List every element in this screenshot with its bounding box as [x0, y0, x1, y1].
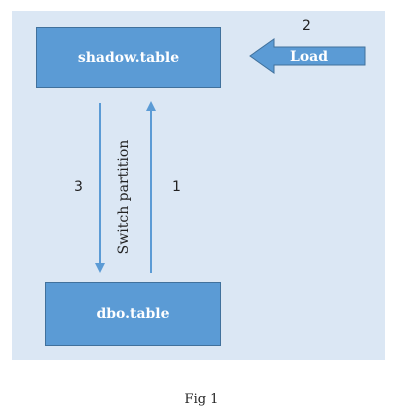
up-arrow-head: [146, 101, 156, 111]
arrows-layer: [95, 38, 366, 273]
figure-caption: Fig 1: [184, 392, 219, 407]
shadow-table-node: shadow.table: [36, 27, 221, 88]
dbo-table-label: dbo.table: [96, 306, 170, 322]
load-arrow-label: Load: [289, 49, 329, 65]
down-arrow-head: [95, 263, 105, 273]
dbo-table-node: dbo.table: [45, 282, 221, 346]
step-number-load: 2: [302, 18, 311, 34]
diagram-panel: shadow.table dbo.table Load 2 3 1 Switch…: [12, 11, 385, 360]
step-number-up: 1: [172, 179, 181, 195]
shadow-table-label: shadow.table: [77, 49, 180, 66]
load-arrow: [249, 38, 366, 74]
switch-partition-label: Switch partition: [116, 139, 132, 255]
step-number-down: 3: [74, 179, 83, 195]
